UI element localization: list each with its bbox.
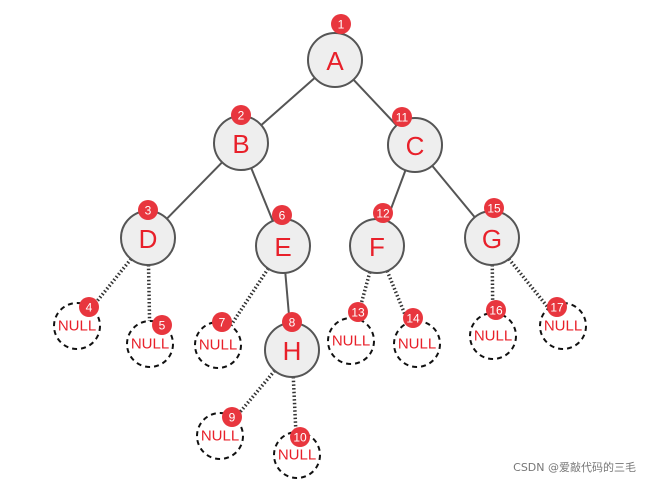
order-badge-number: 12 (376, 207, 390, 221)
order-badge: 17 (547, 297, 567, 317)
null-label: NULL (398, 336, 436, 353)
null-label: NULL (58, 318, 96, 335)
order-badge: 16 (486, 300, 506, 320)
node-label: D (139, 224, 158, 254)
edge-A-B (261, 78, 315, 125)
edge-A-C (354, 80, 397, 126)
order-badge-number: 2 (238, 109, 245, 123)
node-label: G (482, 224, 502, 254)
order-badge: 15 (484, 198, 504, 218)
node-label: C (406, 131, 425, 161)
tree-node-G: G 15 (465, 198, 519, 265)
tree-node-A: A1 (308, 14, 362, 87)
order-badge: 14 (403, 308, 423, 328)
order-badge: 1 (331, 14, 351, 34)
node-label: B (232, 129, 249, 159)
edge-D-n4 (91, 259, 131, 308)
null-label: NULL (544, 318, 582, 335)
null-node-16: NULL 16 (470, 300, 516, 359)
edge-C-G (432, 166, 475, 217)
order-badge: 4 (79, 297, 99, 317)
null-node-13: NULL 13 (328, 302, 374, 364)
null-label: NULL (201, 428, 239, 445)
order-badge: 3 (138, 200, 158, 220)
node-label: F (369, 232, 385, 262)
tree-node-E: E6 (256, 205, 310, 273)
order-badge: 11 (392, 107, 412, 127)
tree-node-F: F 12 (350, 203, 404, 273)
order-badge-number: 13 (351, 306, 365, 320)
order-badge-number: 10 (293, 431, 307, 445)
order-badge-number: 11 (396, 111, 409, 125)
order-badge: 7 (212, 312, 232, 332)
null-node-5: NULL 5 (127, 315, 173, 367)
null-label: NULL (474, 328, 512, 345)
csdn-watermark: CSDN @爱敲代码的三毛 (513, 459, 636, 475)
null-node-10: NULL 10 (274, 427, 320, 478)
order-badge: 6 (272, 205, 292, 225)
order-badge-number: 17 (550, 301, 564, 315)
null-label: NULL (131, 336, 169, 353)
edge-B-E (251, 168, 273, 221)
null-label: NULL (332, 333, 370, 350)
order-badge: 9 (222, 407, 242, 427)
order-badge-number: 9 (229, 411, 236, 425)
order-badge-number: 5 (159, 319, 166, 333)
null-label: NULL (278, 447, 316, 464)
node-label: A (326, 46, 344, 76)
edge-B-D (167, 162, 222, 218)
null-node-4: NULL 4 (54, 297, 100, 349)
order-badge-number: 1 (338, 18, 345, 32)
order-badge-number: 7 (219, 316, 226, 330)
order-badge-number: 6 (279, 209, 286, 223)
tree-node-D: D3 (121, 200, 175, 265)
order-badge-number: 3 (145, 204, 152, 218)
node-label: E (274, 232, 291, 262)
order-badge: 2 (231, 105, 251, 125)
edge-H-n10 (293, 377, 296, 432)
tree-node-B: B2 (214, 105, 268, 170)
null-label: NULL (199, 337, 237, 354)
null-node-9: NULL 9 (197, 407, 243, 459)
tree-node-C: C 11 (388, 107, 442, 172)
order-badge: 13 (348, 302, 368, 322)
tree-node-H: H8 (265, 312, 319, 377)
order-badge-number: 16 (489, 304, 503, 318)
order-badge-number: 15 (487, 202, 501, 216)
order-badge: 5 (152, 315, 172, 335)
nodes-layer: A1B2C11D3E6F12G15H8NULL4NULL5NULL7NULL9N… (54, 14, 586, 478)
edge-D-n5 (149, 265, 150, 321)
edge-E-n7 (231, 269, 269, 326)
order-badge-number: 8 (289, 316, 296, 330)
node-label: H (283, 336, 302, 366)
edge-G-n17 (509, 259, 549, 308)
null-node-14: NULL 14 (394, 308, 440, 367)
edge-H-n9 (235, 371, 275, 419)
order-badge: 10 (290, 427, 310, 447)
order-badge: 8 (282, 312, 302, 332)
order-badge-number: 4 (86, 301, 93, 315)
null-node-7: NULL 7 (195, 312, 241, 368)
order-badge: 12 (373, 203, 393, 223)
order-badge-number: 14 (406, 312, 420, 326)
